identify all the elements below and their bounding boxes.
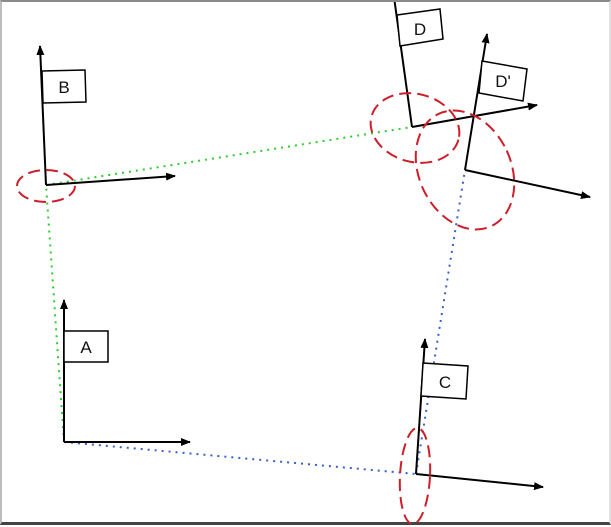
- frame-d-label: D: [414, 20, 426, 39]
- frame-d-prime-x-axis-arrow-icon: [464, 169, 591, 200]
- frame-a-flag: [63, 330, 109, 363]
- link-c-dprime: [415, 169, 466, 475]
- frame-d-flag: [396, 8, 444, 47]
- frame-d-prime: D': [414, 33, 591, 231]
- frame-d-prime-y-axis-arrow-icon: [464, 33, 490, 171]
- frame-d-prime-label: D': [495, 72, 511, 91]
- frame-c: C: [398, 338, 544, 525]
- link-a-c: [63, 441, 417, 475]
- frame-b-uncertainty-ellipse: [16, 169, 76, 203]
- frame-a: A: [60, 299, 191, 446]
- frame-b-x-axis-arrow-icon: [45, 172, 176, 186]
- frame-b-y-axis-arrow-icon: [36, 45, 47, 186]
- frame-d-prime-uncertainty-ellipse: [414, 109, 516, 231]
- frame-d-prime-flag: [478, 60, 528, 102]
- frame-c-uncertainty-ellipse: [398, 427, 432, 525]
- frame-b: B: [16, 45, 176, 203]
- link-b-d: [45, 126, 413, 186]
- frame-b-label: B: [58, 78, 69, 97]
- frame-c-flag: [420, 362, 469, 400]
- link-a-b: [45, 184, 65, 443]
- frame-c-y-axis-arrow-icon: [415, 338, 429, 475]
- frame-c-x-axis-arrow-icon: [415, 473, 544, 491]
- frame-b-flag: [41, 69, 87, 104]
- frame-c-label: C: [439, 373, 451, 392]
- frame-a-label: A: [80, 338, 92, 357]
